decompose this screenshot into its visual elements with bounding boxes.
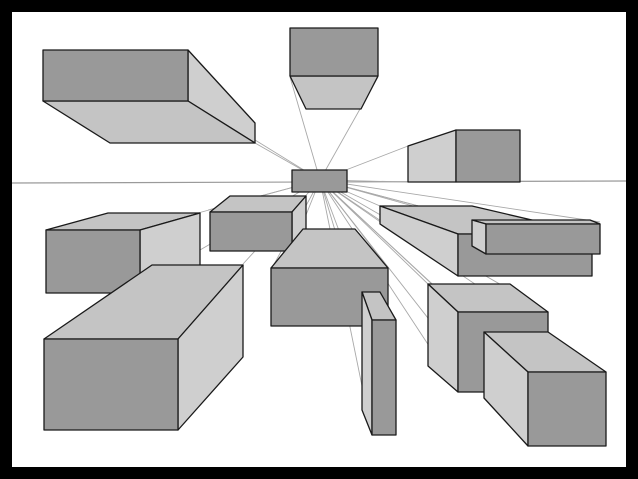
box-top-center: [289, 27, 379, 110]
box-left-bottom: [43, 264, 244, 431]
box-top-left: [42, 49, 256, 144]
box-right-slim-bar: [471, 219, 601, 255]
central-block: [291, 169, 348, 193]
box-center-left: [209, 195, 307, 252]
box-tall-thin: [361, 291, 397, 436]
box-left-middle: [45, 212, 201, 294]
box-right-horizon: [407, 129, 521, 183]
box-right-bottom: [483, 331, 607, 447]
